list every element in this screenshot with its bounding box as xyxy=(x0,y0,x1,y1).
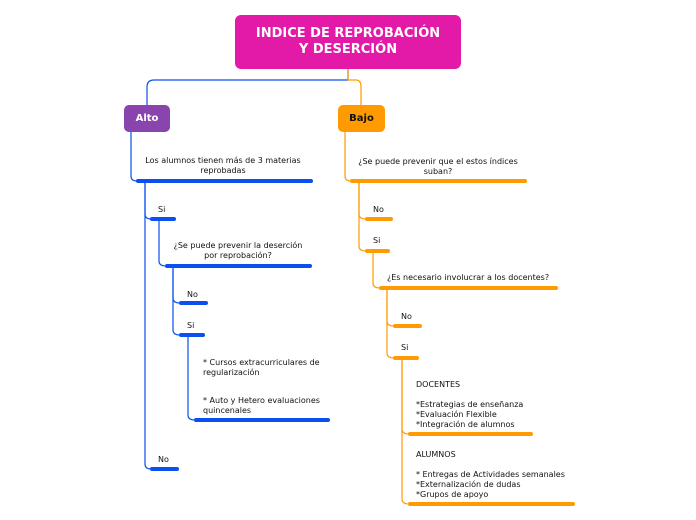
bajo-sub-si[interactable]: Si xyxy=(401,343,409,352)
alto-si[interactable]: Si xyxy=(158,205,166,214)
alto-action-2[interactable]: * Auto y Hetero evaluaciones quincenales xyxy=(203,396,320,415)
alto-no[interactable]: No xyxy=(158,455,169,464)
bajo-question[interactable]: ¿Se puede prevenir que el estos índices … xyxy=(358,157,518,176)
alto-action-1[interactable]: * Cursos extracurriculares de regulariza… xyxy=(203,358,320,377)
bajo-alumnos[interactable]: ALUMNOS * Entregas de Actividades semana… xyxy=(416,450,565,499)
bajo-node[interactable]: Bajo xyxy=(338,105,385,132)
bajo-no[interactable]: No xyxy=(373,205,384,214)
bajo-sub-question[interactable]: ¿Es necesario involucrar a los docentes? xyxy=(387,273,550,282)
bajo-docentes[interactable]: DOCENTES *Estrategias de enseñanza *Eval… xyxy=(416,380,524,429)
bajo-sub-no[interactable]: No xyxy=(401,312,412,321)
alto-node[interactable]: Alto xyxy=(124,105,170,132)
root-node-title[interactable]: INDICE DE REPROBACIÓN Y DESERCIÓN xyxy=(235,15,461,69)
alto-sub-question[interactable]: ¿Se puede prevenir la deserción por repr… xyxy=(173,241,303,260)
alto-question[interactable]: Los alumnos tienen más de 3 materias rep… xyxy=(145,156,301,175)
alto-sub-si[interactable]: Si xyxy=(187,321,195,330)
bajo-si[interactable]: Si xyxy=(373,236,381,245)
alto-sub-no[interactable]: No xyxy=(187,290,198,299)
